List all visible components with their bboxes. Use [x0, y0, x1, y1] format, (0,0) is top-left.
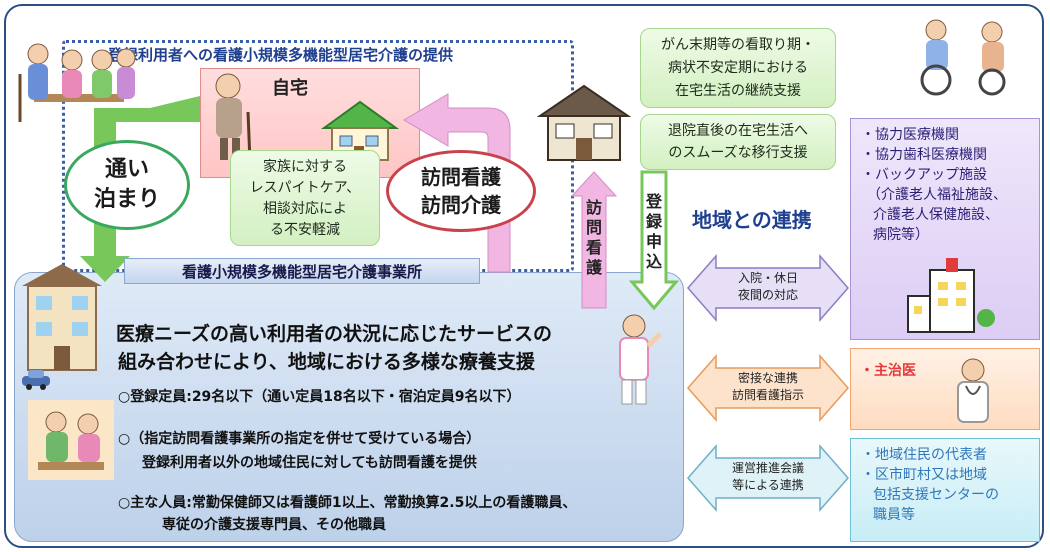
stay-label: 泊まり [93, 187, 160, 212]
community-partner-line: ・区市町村又は地域 [861, 467, 987, 483]
office-band-title: 看護小規模多機能型居宅介護事業所 [124, 258, 480, 284]
family-support-box: 家族に対する レスパイトケア、 相談対応によ る不安軽減 [230, 150, 380, 246]
registration-vertical-label: 登録申込 [645, 192, 662, 271]
terminal-care-line: がん末期等の看取り期・ [661, 37, 815, 53]
community-partner-line: ・地域住民の代表者 [861, 447, 987, 463]
visiting-care-label: 訪問介護 [421, 193, 501, 217]
community-partner-line: 職員等 [873, 507, 915, 523]
visiting-nursing-arrow [570, 171, 618, 309]
terminal-care-line: 病状不安定期における [668, 60, 808, 76]
home-title: 自宅 [272, 78, 308, 99]
doctor-illustration [957, 358, 989, 423]
office-headline: 医療ニーズの高い利用者の状況に応じたサービスの 組み合わせにより、地域における多… [116, 320, 552, 376]
visiting-nursing-label: 訪問看護 [421, 165, 501, 189]
family-support-line: 相談対応によ [263, 201, 347, 217]
medical-partners-box: ・協力医療機関 ・協力歯科医療機関 ・バックアップ施設 （介護老人福祉施設、 介… [850, 118, 1040, 340]
terminal-care-box: がん末期等の看取り期・ 病状不安定期における 在宅生活の継続支援 [640, 28, 836, 108]
office-building-illustration [22, 264, 102, 371]
visit-label: 通い [104, 157, 149, 182]
discharge-support-line: のスムーズな移行支援 [668, 145, 808, 161]
nurse-illustration [619, 314, 662, 405]
physician-arrow-line: 密接な連携 [737, 371, 798, 385]
community-title: 地域との連携 [692, 208, 812, 232]
house-brown-icon [536, 84, 632, 161]
medical-partner-line: 介護老人保健施設、 [873, 207, 999, 223]
hospital-arrow-line: 入院・休日 [737, 271, 798, 285]
community-partners-box: ・地域住民の代表者 ・区市町村又は地域 包括支援センターの 職員等 [850, 438, 1040, 542]
hospital-arrow-line: 夜間の対応 [737, 288, 798, 302]
medical-partner-line: 病院等） [873, 227, 929, 243]
hospital-double-arrow [687, 254, 849, 322]
office-designated-sub: 登録利用者以外の地域住民に対しても訪問看護を提供 [142, 455, 477, 471]
medical-partner-line: ・協力歯科医療機関 [861, 147, 987, 163]
registration-arrow [628, 170, 680, 311]
council-arrow-line: 等による連携 [732, 478, 804, 492]
medical-partner-line: （介護老人福祉施設、 [867, 187, 1007, 203]
physician-arrow-line: 訪問看護指示 [731, 388, 804, 402]
family-support-line: 家族に対する [263, 159, 347, 175]
office-capacity: ○登録定員:29名以下（通い定員18名以下・宿泊定員9名以下） [118, 389, 521, 405]
caregiver-illustration [28, 400, 114, 480]
home-visit-label: 訪問看護 訪問介護 [386, 150, 536, 232]
service-area-title: 登録利用者への看護小規模多機能型居宅介護の提供 [104, 44, 458, 65]
family-support-line: レスパイトケア、 [249, 180, 361, 196]
family-support-line: る不安軽減 [270, 222, 340, 238]
council-double-arrow [687, 444, 849, 512]
council-arrow-label: 運営推進会議 等による連携 [716, 460, 820, 494]
office-staff-line: ○主な人員:常勤保健師又は看護師1以上、常勤換算2.5以上の看護職員、 [118, 495, 577, 511]
medical-partner-line: ・バックアップ施設 [861, 167, 987, 183]
office-panel [14, 272, 684, 542]
physician-arrow-label: 密接な連携 訪問看護指示 [716, 370, 820, 404]
car-icon [22, 370, 50, 390]
physician-label: ・主治医 [860, 363, 916, 379]
elderly-woman-illustration [215, 73, 252, 163]
discharge-support-line: 退院直後の在宅生活へ [668, 123, 808, 139]
terminal-care-line: 在宅生活の継続支援 [675, 83, 801, 99]
hospital-building-icon [907, 258, 995, 333]
community-partner-line: 包括支援センターの [873, 487, 999, 503]
physician-box [850, 348, 1040, 430]
discharge-support-box: 退院直後の在宅生活へ のスムーズな移行支援 [640, 114, 836, 170]
wheelchair-illustration [920, 19, 1006, 96]
medical-partner-line: ・協力医療機関 [861, 127, 959, 143]
office-headline-line: 組み合わせにより、地域における多様な療養支援 [118, 351, 535, 373]
hospital-arrow-label: 入院・休日 夜間の対応 [716, 270, 820, 304]
visiting-nursing-vertical-label: 訪問看護 [585, 198, 602, 277]
physician-double-arrow [687, 354, 849, 422]
council-arrow-line: 運営推進会議 [731, 461, 804, 475]
office-staff-line: 専従の介護支援専門員、その他職員 [162, 517, 386, 533]
office-headline-line: 医療ニーズの高い利用者の状況に応じたサービスの [116, 323, 553, 345]
visit-stay-label: 通い 泊まり [64, 140, 190, 230]
office-designated: ○（指定訪問看護事業所の指定を併せて受けている場合） [118, 431, 481, 447]
elderly-group-illustration [18, 43, 136, 122]
